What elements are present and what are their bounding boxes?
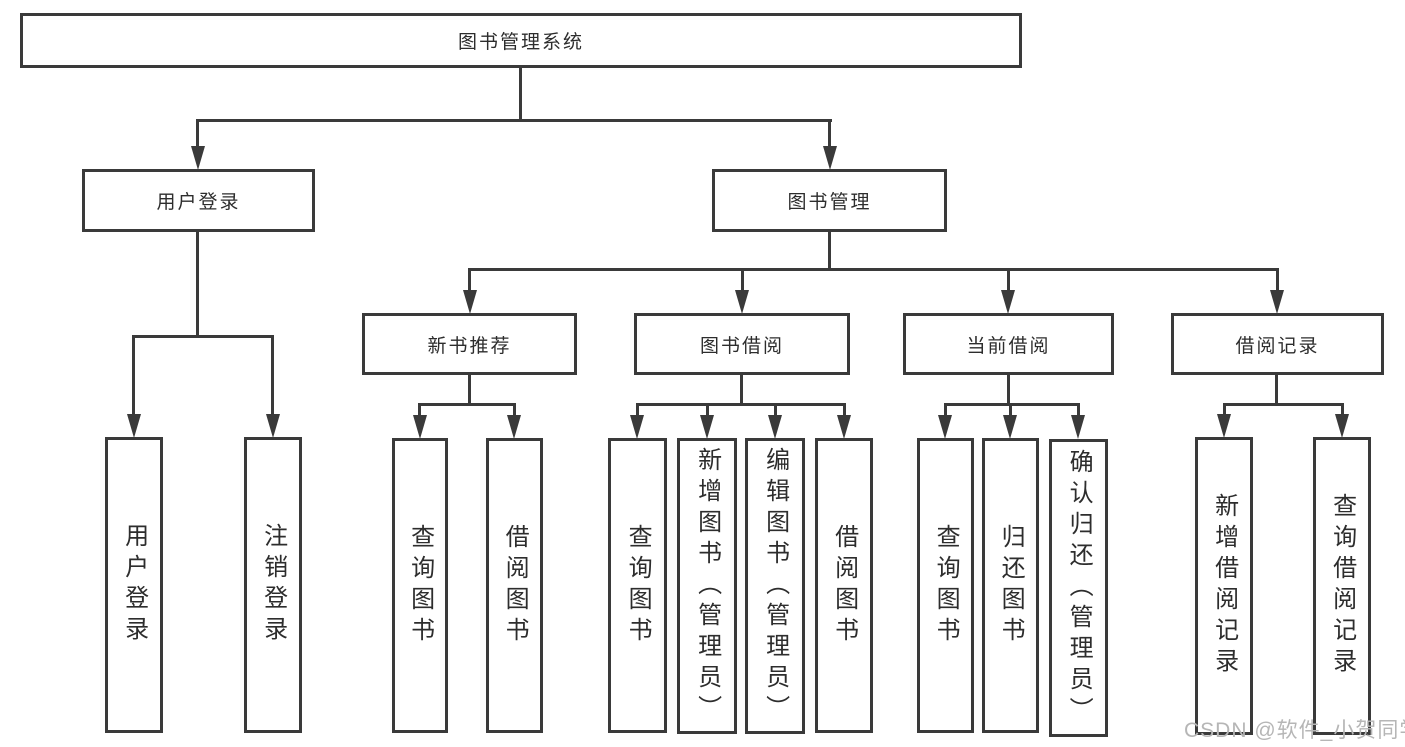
connector-line (132, 335, 135, 417)
leaf-return-books: 归还图书 (982, 438, 1039, 733)
arrow-down-icon (191, 146, 205, 170)
node-label: 用户登录 (156, 192, 241, 213)
node-label: 借阅图书 (830, 523, 858, 648)
node-label: 注销登录 (259, 523, 287, 647)
connector-line (519, 68, 522, 120)
node-label: 归还图书 (997, 523, 1025, 648)
node-library-management-system: 图书管理系统 (20, 13, 1022, 68)
connector-line (1223, 403, 1226, 416)
leaf-query-borrow-record: 查询借阅记录 (1313, 437, 1371, 735)
arrow-down-icon (630, 415, 644, 439)
node-current-borrowing: 当前借阅 (903, 313, 1114, 375)
node-new-book-recommend: 新书推荐 (362, 313, 577, 375)
csdn-watermark: CSDN @软件_小贺同学 (1184, 719, 1405, 742)
arrow-down-icon (1071, 415, 1085, 439)
node-label: 图书管理系统 (457, 32, 584, 53)
connector-line (1223, 403, 1343, 406)
connector-line (1009, 403, 1012, 417)
connector-line (419, 403, 516, 406)
leaf-user-login: 用户登录 (105, 437, 163, 733)
connector-line (1341, 403, 1344, 416)
node-label: 新书推荐 (427, 335, 512, 357)
arrow-down-icon (413, 415, 427, 439)
node-label: 借阅记录 (1235, 335, 1320, 357)
arrow-down-icon (127, 414, 141, 438)
leaf-query-books-borrowing: 查询图书 (608, 438, 667, 733)
node-label: 查询借阅记录 (1328, 493, 1356, 679)
connector-line (828, 119, 831, 149)
node-label: 新增图书（管理员） (693, 446, 721, 726)
arrow-down-icon (1335, 414, 1349, 438)
connector-line (944, 403, 947, 417)
connector-line (636, 403, 845, 406)
connector-line (843, 403, 846, 417)
connector-line (418, 403, 421, 417)
connector-line (1077, 403, 1080, 417)
node-label: 编辑图书（管理员） (761, 446, 789, 726)
connector-line (1275, 375, 1278, 406)
node-book-borrowing: 图书借阅 (634, 313, 850, 375)
leaf-add-book-admin: 新增图书（管理员） (677, 438, 737, 734)
arrow-down-icon (700, 415, 714, 439)
node-label: 借阅图书 (501, 523, 529, 648)
connector-line (774, 403, 777, 417)
connector-line (828, 232, 831, 270)
connector-line (706, 403, 709, 417)
leaf-query-books-current: 查询图书 (917, 438, 974, 733)
connector-line (468, 375, 471, 406)
connector-line (468, 268, 471, 292)
connector-line (636, 403, 639, 417)
node-label: 新增借阅记录 (1210, 493, 1238, 679)
connector-line (740, 375, 743, 406)
arrow-down-icon (1270, 290, 1284, 314)
leaf-edit-book-admin: 编辑图书（管理员） (745, 438, 805, 734)
connector-line (196, 119, 199, 149)
connector-line (741, 268, 744, 292)
node-label: 确认归还（管理员） (1065, 448, 1093, 728)
arrow-down-icon (938, 415, 952, 439)
node-label: 当前借阅 (966, 335, 1051, 357)
connector-line (197, 119, 832, 122)
arrow-down-icon (463, 290, 477, 314)
connector-line (134, 335, 274, 338)
connector-line (469, 268, 1279, 271)
node-borrowing-records: 借阅记录 (1171, 313, 1384, 375)
node-label: 查询图书 (624, 523, 652, 648)
leaf-borrow-books-recommend: 借阅图书 (486, 438, 543, 733)
arrow-down-icon (266, 414, 280, 438)
arrow-down-icon (1217, 414, 1231, 438)
connector-line (1276, 268, 1279, 292)
connector-line (1007, 375, 1010, 406)
arrow-down-icon (837, 415, 851, 439)
node-label: 图书管理 (787, 192, 872, 213)
node-label: 用户登录 (120, 523, 148, 647)
leaf-borrow-books-borrowing: 借阅图书 (815, 438, 873, 733)
arrow-down-icon (823, 146, 837, 170)
connector-line (1007, 268, 1010, 292)
connector-line (196, 232, 199, 337)
leaf-confirm-return-admin: 确认归还（管理员） (1049, 439, 1108, 737)
leaf-query-books-recommend: 查询图书 (392, 438, 448, 733)
arrow-down-icon (735, 290, 749, 314)
leaf-logout-login: 注销登录 (244, 437, 302, 733)
connector-line (513, 403, 516, 417)
node-book-management: 图书管理 (712, 169, 947, 232)
node-label: 图书借阅 (699, 335, 784, 357)
arrow-down-icon (1003, 415, 1017, 439)
arrow-down-icon (1001, 290, 1015, 314)
arrow-down-icon (768, 415, 782, 439)
connector-line (271, 335, 274, 417)
arrow-down-icon (507, 415, 521, 439)
leaf-add-borrow-record: 新增借阅记录 (1195, 437, 1253, 735)
node-user-login: 用户登录 (82, 169, 315, 232)
node-label: 查询图书 (406, 523, 434, 648)
node-label: 查询图书 (932, 523, 960, 648)
